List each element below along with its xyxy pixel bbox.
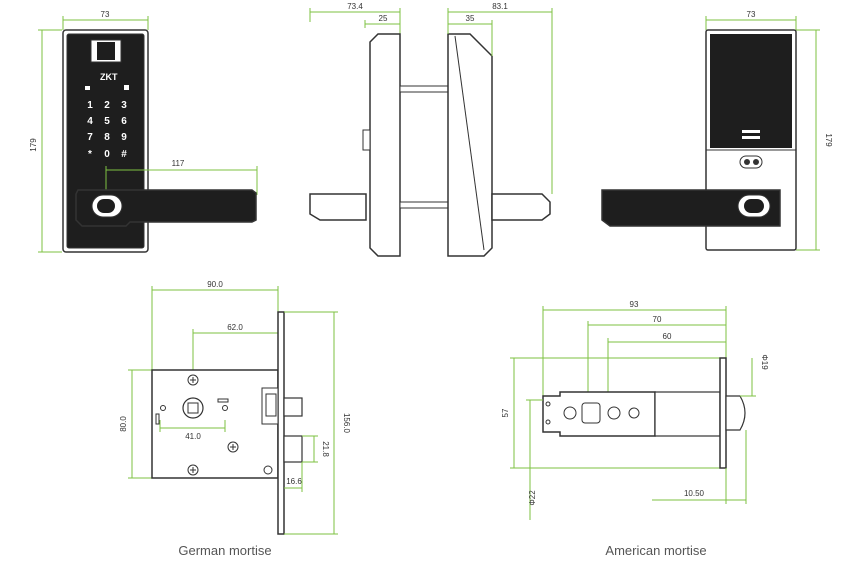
key-5: 5 [104,116,110,127]
am-bolt-tip [725,395,746,431]
rear-height-dimension: 179 [796,29,833,251]
gm-caption: German mortise [178,543,271,558]
battery-indicator-icon [85,86,90,90]
side2-depth-dimension-inner: 35 [448,14,493,56]
am-diameter-bottom-label: Φ22 [528,490,537,506]
front-handle [75,189,257,227]
side-depth-inner-label: 25 [379,14,388,23]
lock-indicator-icon [124,85,129,90]
rear-handle [601,189,781,227]
am-height-label: 57 [501,408,510,417]
key-2: 2 [104,100,110,111]
side2-depth-outer-label: 83.1 [492,2,508,11]
am-throw-label: 10.50 [684,489,705,498]
rear-vent-slot-2 [742,136,760,139]
side-lever-left [309,193,367,221]
am-hole-2 [607,406,621,420]
side-bump [362,129,371,151]
american-mortise: 93 70 60 57 Φ19 [501,300,769,558]
key-8: 8 [104,132,110,143]
am-length-dimension: 93 [542,300,727,396]
gm-spindle-square [187,402,199,414]
handle-length-dimension: 117 [105,159,258,195]
am-hole-1 [563,406,577,420]
gm-latch-bolt [283,397,303,417]
rear-battery-cover [710,34,792,148]
am-diameter-top-label: Φ19 [760,354,769,370]
side2-depth-inner-label: 35 [466,14,475,23]
key-hash: # [121,149,127,160]
side-lever-right [491,193,551,221]
german-mortise: 90.0 62.0 80.0 [119,280,351,558]
rear-view: 73 179 [601,10,833,251]
key-4: 4 [87,116,93,127]
am-caption: American mortise [605,543,706,558]
gm-latch-width-dimension: 16.6 [284,462,303,492]
key-0: 0 [104,149,110,160]
fingerprint-window [97,42,115,60]
key-3: 3 [121,100,127,111]
gm-faceplate [277,311,285,535]
gm-height-label: 80.0 [119,416,128,432]
gm-latch-label: 21.8 [321,441,330,457]
am-backset2-label: 60 [663,332,672,341]
am-height-dimension: 57 [501,357,720,469]
key-star: * [88,149,92,160]
gm-case [151,369,279,479]
am-length-label: 93 [630,300,639,309]
front-view: 73 179 ZKT 1 2 3 4 5 6 7 8 9 * 0 [29,10,258,253]
spindle-bottom [399,201,449,209]
am-diameter-top-dimension: Φ19 [740,354,769,397]
am-diameter-bottom-dimension: Φ22 [526,399,543,520]
front-width-label: 73 [101,10,110,19]
rear-width-dimension: 73 [705,10,797,30]
key-9: 9 [121,132,127,143]
key-1: 1 [87,100,93,111]
thumb-turn-icon [739,155,763,169]
gm-faceplate-dimension: 156.0 [284,311,351,535]
gm-latch-width-label: 16.6 [286,477,302,486]
key-7: 7 [87,132,93,143]
rear-height-label: 179 [824,133,833,147]
key-6: 6 [121,116,127,127]
handle-length-label: 117 [172,159,185,168]
outer-escutcheon-profile [369,33,401,257]
brand-logo: ZKT [100,72,118,82]
gm-height-dimension: 80.0 [119,369,152,479]
rear-vent-slot-1 [742,130,760,133]
keypad: 1 2 3 4 5 6 7 8 9 * 0 # [87,100,127,160]
side-depth-dimension-outer: 73.4 [309,2,401,36]
gm-spindle-label: 41.0 [185,432,201,441]
spindle-top [399,85,449,93]
gm-width-dimension: 90.0 [151,280,279,370]
am-spindle-hole [581,402,601,424]
front-width-dimension: 73 [62,10,149,30]
gm-spindle-dimension: 41.0 [159,420,226,441]
gm-deadbolt [283,435,303,463]
gm-screws [187,374,273,476]
am-backset1-label: 70 [653,315,662,324]
side-depth-dimension-inner: 25 [364,14,400,28]
rear-width-label: 73 [747,10,756,19]
am-throw-dimension: 10.50 [652,430,747,504]
am-hole-3 [628,407,640,419]
am-bolt-tube [654,391,721,437]
gm-width-label: 90.0 [207,280,223,289]
gm-backset-label: 62.0 [227,323,243,332]
front-height-label: 179 [29,138,38,152]
side-depth-outer-label: 73.4 [347,2,363,11]
front-height-dimension: 179 [29,29,62,253]
gm-faceplate-label: 156.0 [342,413,351,434]
side-view: 73.4 25 83.1 35 [309,2,553,257]
gm-latch-dimension: 21.8 [302,435,330,463]
am-faceplate [719,357,727,469]
side2-depth-dimension-outer: 83.1 [447,2,553,194]
